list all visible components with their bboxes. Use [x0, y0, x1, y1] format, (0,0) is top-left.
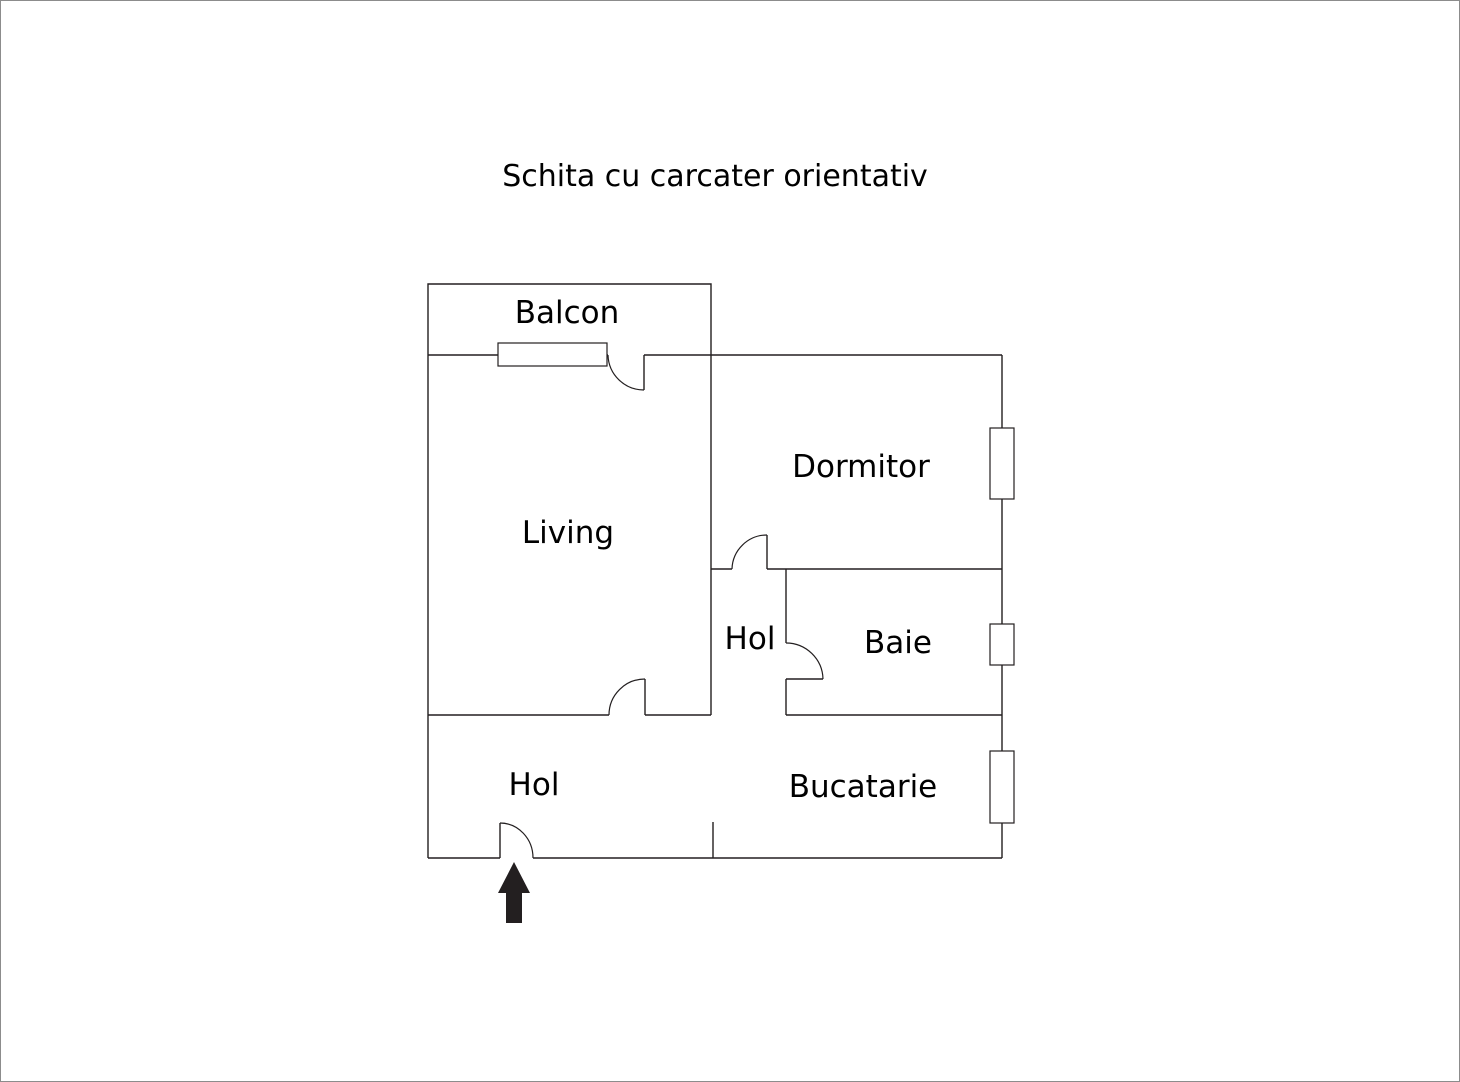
room-label-balcon: Balcon	[515, 295, 620, 331]
room-label-living: Living	[522, 515, 614, 551]
balcony-door-swing-icon	[607, 354, 645, 391]
walls	[427, 283, 1003, 859]
room-label-hol-small: Hol	[725, 621, 776, 657]
room-labels: Balcon Living Dormitor Hol Baie Hol Buca…	[509, 295, 938, 805]
baie-window-icon	[989, 623, 1015, 666]
dormitor-window-icon	[989, 427, 1015, 500]
room-label-hol-entry: Hol	[509, 767, 560, 803]
living-door-swing-icon	[608, 678, 646, 716]
door-swings	[499, 354, 824, 859]
plan-title: Schita cu carcater orientativ	[502, 159, 928, 194]
entrance-arrow-icon	[498, 862, 530, 923]
bucatarie-window-icon	[989, 750, 1015, 824]
room-label-baie: Baie	[864, 625, 932, 661]
baie-door-swing-icon	[785, 642, 824, 680]
windows	[497, 342, 1015, 824]
balcony-window-icon	[497, 342, 608, 367]
room-label-bucatarie: Bucatarie	[789, 769, 938, 805]
entry-door-swing-icon	[499, 822, 534, 859]
room-label-dormitor: Dormitor	[792, 449, 930, 485]
balcony-walls	[427, 283, 712, 355]
dormitor-door-swing-icon	[731, 534, 768, 570]
